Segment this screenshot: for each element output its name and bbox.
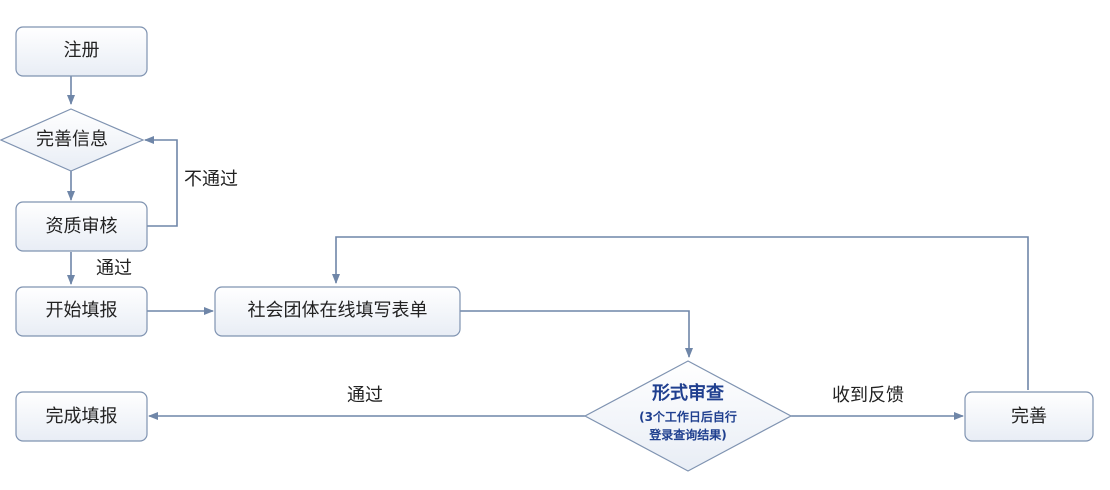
edge-not-passed-loop bbox=[144, 136, 178, 227]
passed-review-label: 通过 bbox=[347, 385, 383, 406]
complete-info-node bbox=[0, 108, 145, 172]
finish-filling-node bbox=[15, 391, 148, 442]
not-passed-label: 不通过 bbox=[184, 169, 238, 190]
qualification-review-node bbox=[15, 201, 148, 252]
format-review-note-line2: 登录查询结果) bbox=[649, 428, 727, 442]
format-review-note-line1: (3个工作日后自行 bbox=[639, 410, 737, 424]
start-filling-node bbox=[15, 286, 148, 337]
fill-form-online-node bbox=[214, 286, 461, 337]
edge-fill-form-to-format-review bbox=[460, 310, 693, 358]
format-review-node bbox=[583, 360, 793, 472]
register-label: 注册 bbox=[63, 40, 100, 61]
improve-node bbox=[964, 391, 1094, 442]
finish-filling-label: 完成填报 bbox=[45, 406, 118, 427]
complete-info-label: 完善信息 bbox=[36, 129, 108, 150]
start-filling-label: 开始填报 bbox=[45, 300, 118, 321]
fill-form-online-label: 社会团体在线填写表单 bbox=[247, 300, 428, 321]
edge-improve-to-fill-form bbox=[332, 236, 1029, 390]
qualification-review-label: 资质审核 bbox=[45, 216, 118, 237]
format-review-title: 形式审查 bbox=[652, 383, 724, 404]
improve-label: 完善 bbox=[1011, 406, 1047, 427]
passed-qualification-label: 通过 bbox=[96, 258, 132, 279]
feedback-received-label: 收到反馈 bbox=[832, 385, 904, 406]
register-node bbox=[15, 26, 148, 77]
